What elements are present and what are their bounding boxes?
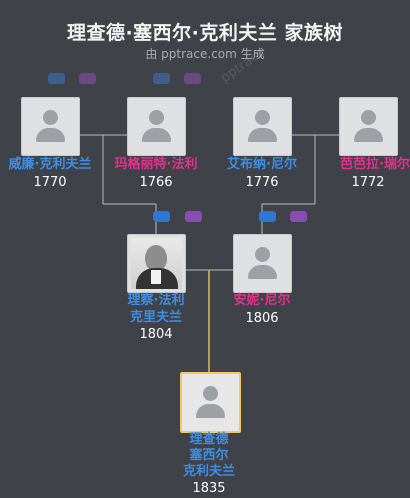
person-name[interactable]: 威廉·克利夫兰	[8, 157, 92, 172]
person-card-abner[interactable]	[233, 97, 292, 156]
person-name-line[interactable]: 理查德	[189, 432, 229, 447]
avatar-placeholder-icon	[43, 110, 58, 125]
male-line-badge[interactable]	[48, 73, 65, 84]
male-line-badge[interactable]	[259, 211, 276, 222]
person-name-line[interactable]: 克里夫兰	[129, 310, 182, 325]
avatar-placeholder-icon	[255, 247, 270, 262]
female-line-badge[interactable]	[184, 73, 201, 84]
female-line-badge[interactable]	[185, 211, 202, 222]
female-line-badge[interactable]	[79, 73, 96, 84]
male-line-badge[interactable]	[153, 211, 170, 222]
person-year: 1835	[192, 481, 226, 496]
person-card-richard-farley[interactable]	[127, 234, 186, 293]
person-name-line[interactable]: 克利夫兰	[182, 464, 235, 479]
person-card-william[interactable]	[21, 97, 80, 156]
person-name[interactable]: 芭芭拉·瑞尔	[340, 157, 410, 172]
person-name[interactable]: 安妮·尼尔	[233, 293, 291, 308]
male-line-badge[interactable]	[153, 73, 170, 84]
person-name-line[interactable]: 理察·法利	[127, 293, 185, 308]
person-year: 1766	[139, 175, 173, 190]
person-year: 1772	[351, 175, 385, 190]
avatar-placeholder-icon	[149, 110, 164, 125]
person-year: 1776	[245, 175, 279, 190]
page-subtitle: 由 pptrace.com 生成	[145, 47, 265, 61]
avatar-placeholder-icon	[361, 110, 376, 125]
avatar-placeholder-icon	[203, 386, 218, 401]
person-year: 1806	[245, 311, 279, 326]
person-year: 1804	[139, 327, 173, 342]
person-name[interactable]: 玛格丽特·法利	[114, 157, 198, 172]
person-card-margaret[interactable]	[127, 97, 186, 156]
page-title: 理查德·塞西尔·克利夫兰 家族树	[66, 22, 344, 44]
person-name-line[interactable]: 塞西尔	[189, 448, 229, 463]
person-card-barbara[interactable]	[339, 97, 398, 156]
person-card-annie[interactable]	[233, 234, 292, 293]
person-name[interactable]: 艾布纳·尼尔	[227, 157, 297, 172]
portrait-photo	[131, 238, 182, 289]
avatar-placeholder-icon	[255, 110, 270, 125]
person-card-focus[interactable]	[180, 372, 241, 433]
female-line-badge[interactable]	[290, 211, 307, 222]
person-year: 1770	[33, 175, 67, 190]
